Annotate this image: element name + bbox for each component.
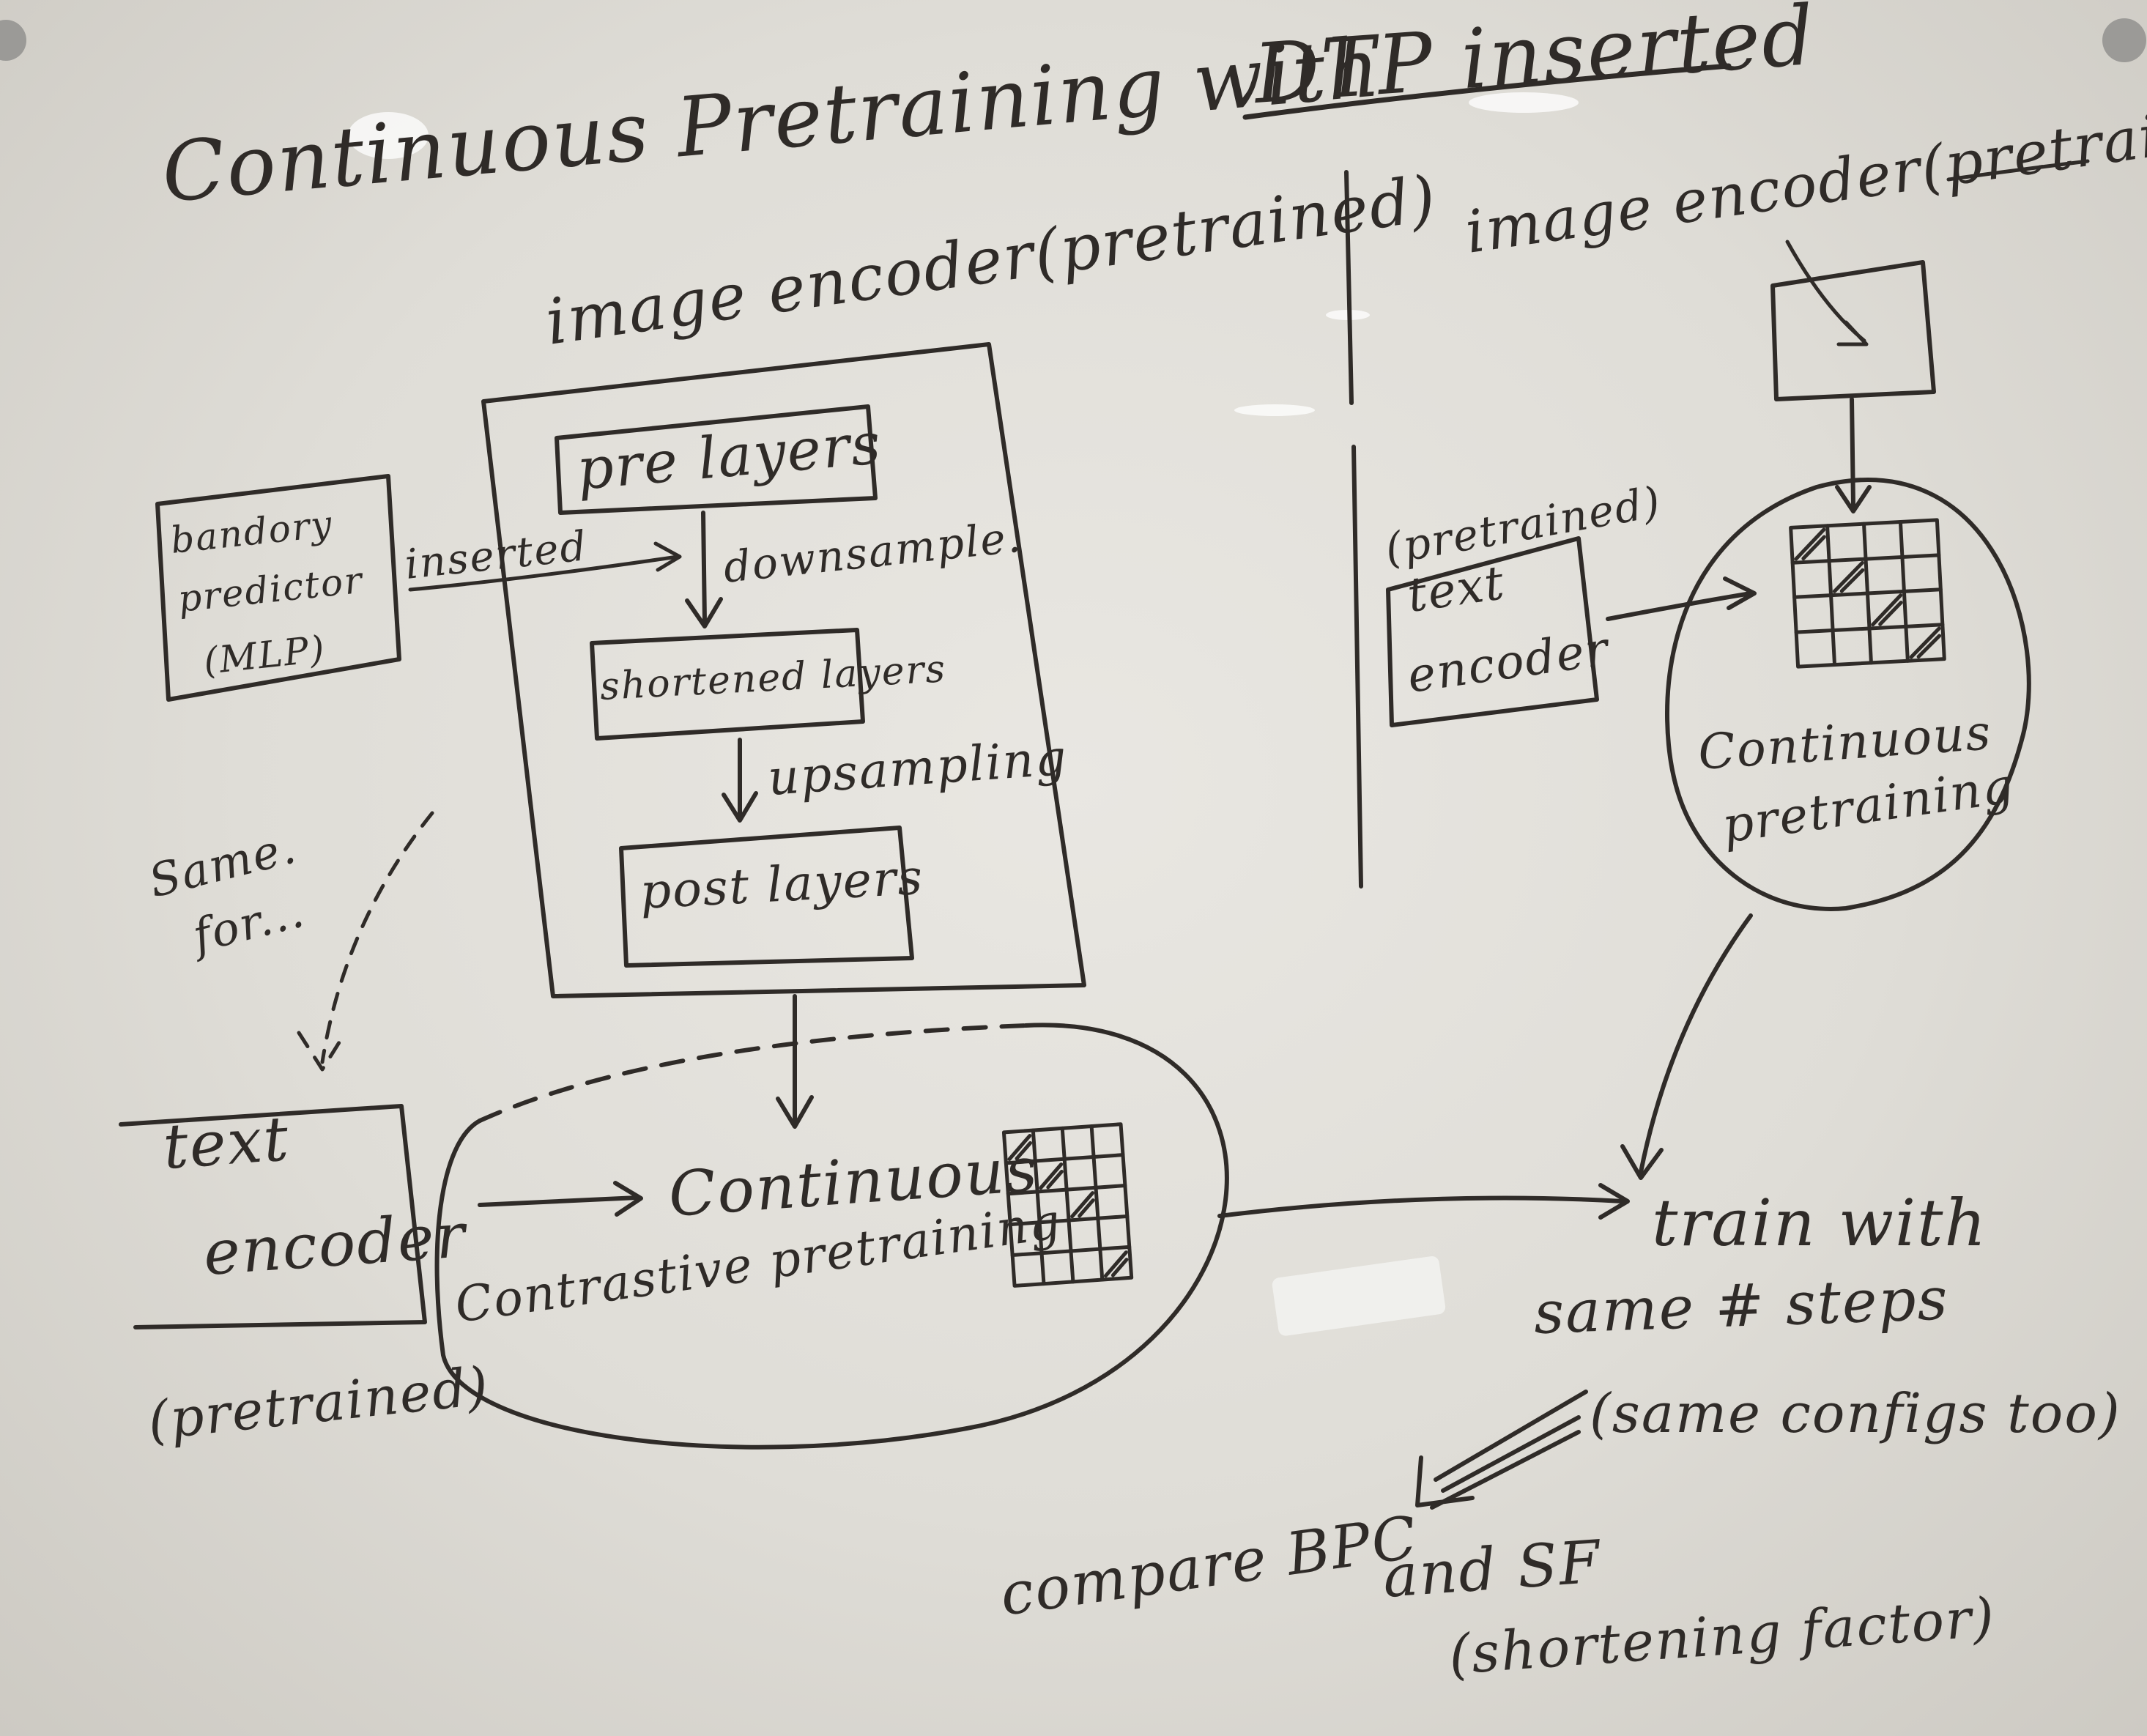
pretrained-note-right: (pretrained) — [1382, 477, 1665, 574]
compare-label: compare BPC — [996, 1503, 1423, 1629]
similarity-grid-right — [1789, 518, 1946, 669]
shortened-layers-box — [590, 628, 865, 741]
left-to-train-arrow — [1217, 1183, 1630, 1220]
configs-to-compare-arrow — [1415, 1390, 1588, 1510]
encoder-title-right: image encoder(pretrained) — [1461, 82, 2147, 266]
post-layers-label: post layers — [639, 849, 925, 920]
title-underline — [1242, 63, 1732, 120]
similarity-grid-left — [1001, 1122, 1134, 1288]
glare-spot — [1272, 1255, 1446, 1336]
contrastive-ellipse-dashed — [478, 1023, 1028, 1123]
glare-spot — [1234, 404, 1315, 416]
encoder-title-left: image encoder(pretrained) — [541, 162, 1442, 360]
encoder-to-contrastive-arrow — [776, 994, 814, 1129]
image-encoder-box-right — [1770, 260, 1936, 401]
post-layers-box — [619, 826, 914, 968]
text-to-grid-arrow-right — [1606, 576, 1757, 621]
magnet-icon — [0, 20, 26, 61]
divider-line — [1351, 445, 1363, 889]
same-steps-label: same # steps — [1532, 1264, 1950, 1347]
text-encoder-right-line1: text — [1404, 556, 1508, 623]
text-encoder-left-line2: encoder — [201, 1199, 471, 1289]
title-text: Continuous Pretraining with — [158, 20, 1385, 221]
continuous-pretraining-ellipse — [1665, 478, 2031, 911]
and-sf-label: and SF — [1381, 1527, 1603, 1611]
image-encoder-right-arrow — [1835, 397, 1872, 513]
image-encoder-box — [481, 342, 1086, 998]
shortening-factor-label: (shortening factor) — [1447, 1586, 1998, 1687]
magnet-icon — [2102, 18, 2146, 62]
down-arrow — [685, 511, 723, 628]
boundary-predictor-box — [155, 474, 401, 702]
upsampling-arrow — [722, 738, 758, 823]
downsample-label: downsample. — [721, 512, 1024, 593]
title-right-underline — [1946, 159, 2090, 182]
right-to-train-arrow — [1620, 913, 1753, 1180]
text-encoder-box-right — [1386, 536, 1599, 727]
text-encoder-left-note: (pretrained) — [145, 1354, 492, 1451]
text-encoder-left-line1: text — [161, 1102, 292, 1183]
text-to-contrastive-arrow — [478, 1181, 643, 1217]
same-configs-label: (same configs too) — [1590, 1382, 2121, 1445]
shortened-layers-label: shortened layers — [599, 647, 948, 709]
text-encoder-box-left — [119, 1104, 427, 1329]
image-encoder-right-scribble — [1785, 240, 1869, 346]
contrastive-ellipse — [434, 1023, 1229, 1450]
inserted-arrow — [408, 541, 682, 592]
train-with-label: train with — [1652, 1185, 1987, 1261]
upsampling-label: upsampling — [766, 730, 1069, 806]
text-encoder-right-line2: encoder — [1404, 622, 1614, 704]
pre-layers-box — [555, 404, 878, 515]
glare-spot — [1469, 92, 1579, 113]
boundary-predictor-line2: predictor — [176, 559, 366, 620]
glare-spot — [348, 112, 429, 159]
same-for-arrow — [297, 811, 434, 1072]
pre-layers-label: pre layers — [574, 411, 884, 503]
boundary-predictor-line1: bandory — [168, 502, 335, 562]
divider-line — [1344, 170, 1354, 405]
